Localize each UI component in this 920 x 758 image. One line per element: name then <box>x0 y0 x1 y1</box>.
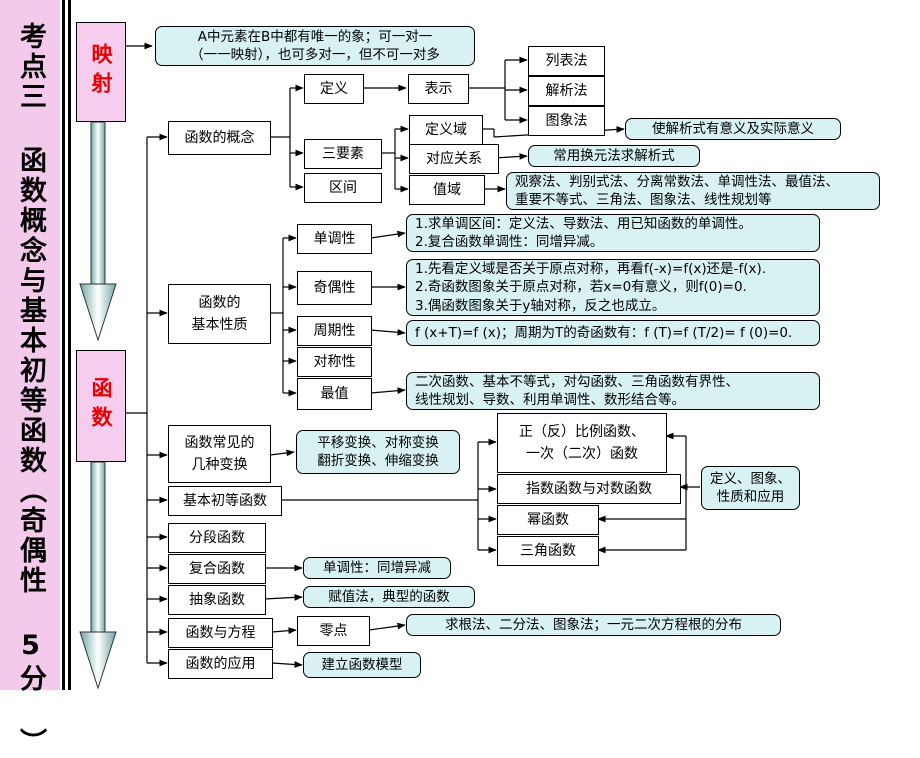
transformations-note: 平移变换、对称变换 翻折变换、伸缩变换 <box>296 430 460 474</box>
basic-properties-line-1: 函数的 <box>198 294 241 311</box>
application-node: 函数的应用 <box>168 649 273 679</box>
equation-node: 函数与方程 <box>168 618 273 648</box>
parity-node: 奇偶性 <box>297 271 372 305</box>
trig-function-node: 三角函数 <box>497 536 599 566</box>
method-list-node: 列表法 <box>528 46 605 76</box>
periodicity-node: 周期性 <box>297 316 372 346</box>
composite-note: 单调性：同增异减 <box>303 557 451 579</box>
power-function-node: 幂函数 <box>497 505 599 535</box>
composite-node: 复合函数 <box>168 554 266 584</box>
monotonicity-note: 1.求单调区间：定义法、导数法、用已知函数的单调性。 2.复合函数单调性：同增异… <box>406 214 820 252</box>
title-sidebar: 考点三 函数概念与基本初等函数（奇偶性 5分 ） <box>0 0 60 758</box>
extremum-node: 最值 <box>297 378 372 410</box>
parity-note-line-2: 2.奇函数图象关于原点对称，若x=0有意义，则f(0)=0. <box>415 279 747 296</box>
transformations-line-1: 函数常见的 <box>184 434 255 451</box>
range-note-line-1: 观察法、判别式法、分离常数法、单调性法、最值法、 <box>515 173 839 190</box>
range-note-line-2: 重要不等式、三角法、图象法、线性规划等 <box>515 192 772 208</box>
monotonicity-note-line-1: 1.求单调区间：定义法、导数法、用已知函数的单调性。 <box>415 215 752 232</box>
transformations-note-line-1: 平移变换、对称变换 <box>317 434 439 451</box>
mapping-note-line-1: A中元素在B中都有唯一的象；可一对一 <box>197 28 433 45</box>
domain-note: 使解析式有意义及实际意义 <box>625 118 841 140</box>
transformations-line-2: 几种变换 <box>191 457 248 473</box>
basic-properties-line-2: 基本性质 <box>191 317 248 333</box>
elementary-functions-node: 基本初等函数 <box>168 486 282 516</box>
linear-quadratic-line-2: 一次（二次）函数 <box>526 446 638 462</box>
function-concept-node: 函数的概念 <box>168 121 271 155</box>
periodicity-note: f (x+T)=f (x)；周期为T的奇函数有：f (T)=f (T/2)= f… <box>406 320 820 346</box>
parity-note-line-3: 3.偶函数图象关于y轴对称，反之也成立。 <box>415 297 666 314</box>
parity-note: 1.先看定义域是否关于原点对称，再看f(-x)=f(x)还是-f(x). 2.奇… <box>406 259 820 316</box>
correspondence-note: 常用换元法求解析式 <box>528 145 700 167</box>
abstract-node: 抽象函数 <box>168 585 266 615</box>
extremum-note-line-2: 线性规划、导数、利用单调性、数形结合等。 <box>415 392 685 408</box>
down-arrow-icon-bottom <box>79 461 117 690</box>
piecewise-node: 分段函数 <box>168 523 266 553</box>
zero-point-node: 零点 <box>297 616 370 646</box>
divider-line-1 <box>62 0 65 690</box>
linear-quadratic-line-1: 正（反）比例函数、 <box>519 423 645 440</box>
symmetry-node: 对称性 <box>297 347 372 377</box>
interval-node: 区间 <box>304 173 382 203</box>
mapping-note-line-2: （一一映射），也可多对一，但不可一对多 <box>190 47 440 63</box>
elementary-side-note-line-2: 性质和应用 <box>716 489 785 505</box>
extremum-note: 二次函数、基本不等式，对勾函数、三角函数有界性、 线性规划、导数、利用单调性、数… <box>406 372 820 410</box>
yingshe-box: 映射 <box>76 22 126 122</box>
method-graph-node: 图象法 <box>528 106 605 136</box>
representation-node: 表示 <box>408 74 469 104</box>
exp-log-node: 指数函数与对数函数 <box>497 474 681 504</box>
down-arrow-icon-top <box>79 121 117 342</box>
equation-note: 求根法、二分法、图象法；一元二次方程根的分布 <box>406 614 781 636</box>
mapping-note: A中元素在B中都有唯一的象；可一对一 （一一映射），也可多对一，但不可一对多 <box>155 26 475 66</box>
abstract-note: 赋值法，典型的函数 <box>303 586 475 608</box>
three-elements-node: 三要素 <box>304 139 382 169</box>
connector-lines <box>79 42 700 690</box>
divider-line-2 <box>68 0 71 690</box>
correspondence-node: 对应关系 <box>409 144 499 174</box>
monotonicity-note-line-2: 2.复合函数单调性：同增异减。 <box>415 234 604 250</box>
linear-quadratic-node: 正（反）比例函数、 一次（二次）函数 <box>497 413 667 473</box>
monotonicity-node: 单调性 <box>297 224 372 254</box>
range-node: 值域 <box>409 175 485 205</box>
application-note: 建立函数模型 <box>303 652 421 678</box>
range-note: 观察法、判别式法、分离常数法、单调性法、最值法、 重要不等式、三角法、图象法、线… <box>506 172 880 210</box>
definition-node: 定义 <box>304 74 364 104</box>
basic-properties-node: 函数的 基本性质 <box>168 284 271 344</box>
page-title: 考点三 函数概念与基本初等函数（奇偶性 5分 ） <box>15 22 46 758</box>
elementary-side-note: 定义、图象、 性质和应用 <box>701 466 800 510</box>
transformations-note-line-2: 翻折变换、伸缩变换 <box>317 453 439 469</box>
method-analytic-node: 解析法 <box>528 76 605 106</box>
domain-node: 定义域 <box>409 115 483 145</box>
extremum-note-line-1: 二次函数、基本不等式，对勾函数、三角函数有界性、 <box>415 373 739 390</box>
transformations-node: 函数常见的 几种变换 <box>168 425 271 483</box>
parity-note-line-1: 1.先看定义域是否关于原点对称，再看f(-x)=f(x)还是-f(x). <box>415 261 767 278</box>
hanshu-box: 函数 <box>76 350 126 462</box>
elementary-side-note-line-1: 定义、图象、 <box>710 470 791 487</box>
